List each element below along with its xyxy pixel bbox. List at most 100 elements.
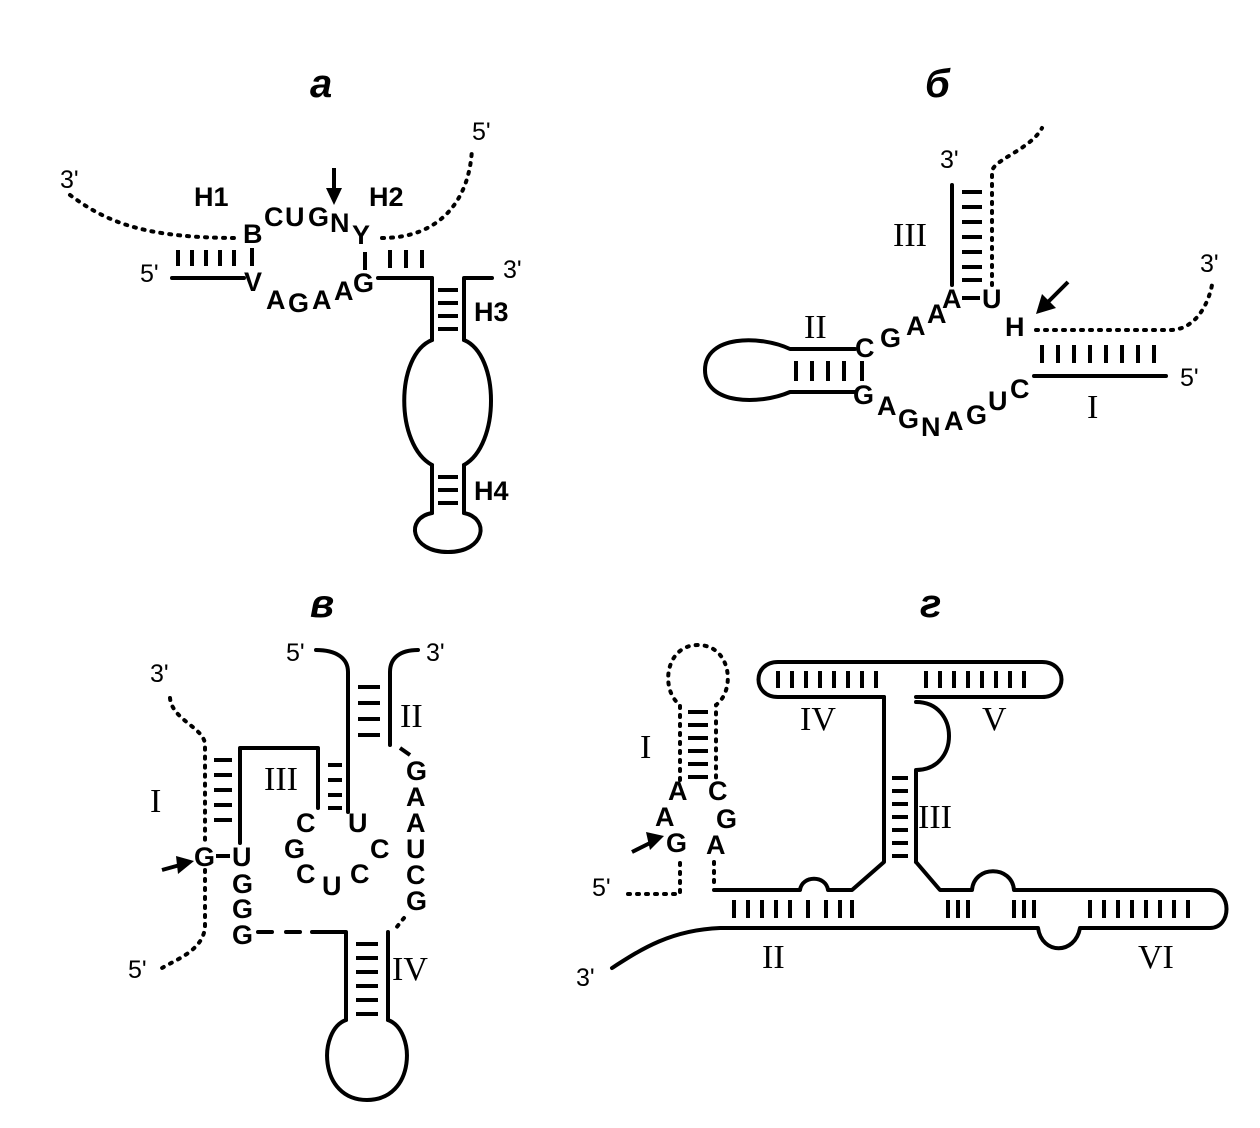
panel-a-nt-u: U (285, 202, 305, 232)
panel-c-terminal-loop (325, 1018, 409, 1102)
panel-d-helix-vi: VI (1138, 939, 1174, 976)
panel-a-cleavage-arrow-icon (326, 188, 342, 205)
panel-c-label: в (310, 582, 334, 626)
panel-c-helix-ii: II (400, 698, 423, 735)
panel-b-nt-g2: G (898, 404, 919, 434)
panel-a-end-3-right: 3' (503, 256, 522, 284)
panel-a-substrate-right (380, 146, 474, 240)
panel-b-nt-a1b: A (877, 391, 897, 421)
panel-b-label: б (925, 62, 951, 106)
panel-b-nt-g3: G (966, 400, 987, 430)
panel-a-label: а (310, 62, 332, 106)
panel-a-end-5-right: 5' (472, 118, 491, 146)
panel-c-helix-iii: III (264, 761, 298, 798)
panel-b-nt-a2: A (927, 299, 947, 329)
panel-b-nt-a1: A (906, 311, 926, 341)
panel-d-nt-a2: A (655, 802, 675, 832)
panel-b-helix-iii-basepairs (962, 190, 982, 282)
panel-a-nt-a2: A (312, 285, 332, 315)
panel-c-nt-loop-c1: C (296, 808, 316, 838)
panel-c-nt-g1: G (232, 869, 253, 899)
panel-a-substrate-left (68, 193, 242, 240)
panel-a-nt-a3: A (334, 276, 354, 306)
panel-a-nt-b: B (243, 219, 263, 249)
panel-a-terminal-loop (413, 511, 483, 554)
panel-c-end-5-mid: 5' (286, 639, 305, 667)
panel-c-nt-g3: G (232, 920, 253, 950)
panel-d-helix-i: I (640, 729, 651, 766)
panel-c-nt-loop-u1: U (322, 871, 342, 901)
panel-a-nt-v: V (244, 267, 262, 297)
panel-d-helix-v: V (982, 701, 1007, 738)
panel-d-stem-i-hairpin (666, 642, 730, 782)
panel-b-nt-a3: A (942, 284, 962, 314)
panel-a-nt-a1: A (266, 285, 286, 315)
panel-d-helix-iii-right-bulge (914, 700, 951, 864)
panel-a-h3-right-strand (462, 276, 494, 342)
panel-d-helix-iv: IV (800, 701, 836, 738)
panel-d-nt-c: C (708, 776, 728, 806)
panel-c-helix-ii-right-strand (388, 648, 420, 747)
panel-a-nt-g1: G (288, 288, 309, 318)
panel-d-end-5: 5' (592, 874, 611, 902)
panel-d-vs-ribozyme: г 5' 3' I II III IV V VI A A G C G A (576, 582, 1229, 992)
panel-c-nt-loop-g: G (284, 834, 305, 864)
panel-d-helix-ii-basepairs (732, 900, 854, 918)
panel-b-nt-u: U (982, 284, 1002, 314)
panel-d-helix-iii-basepairs (892, 776, 908, 858)
panel-d-helix-iv-basepairs (776, 671, 878, 688)
panel-c-helix-ii-left-strand (314, 648, 350, 814)
panel-a-h2-basepairs (363, 250, 424, 270)
panel-a-end-3-left: 3' (60, 166, 79, 194)
panel-b-cleavage-arrow-shaft (1046, 280, 1070, 304)
panel-b-nt-c2: C (1010, 374, 1030, 404)
panel-c-nt-g2: G (232, 894, 253, 924)
panel-a-helix-h3: H3 (474, 297, 509, 327)
panel-b-cleavage-arrow-icon (1036, 294, 1056, 314)
panel-a-nt-g: G (308, 202, 329, 232)
panel-c-nt-loop-u2: U (348, 808, 368, 838)
panel-d-stem-i-basepairs (688, 710, 708, 779)
panel-a-hammerhead: а 3' 5' 5' 3' H1 H2 H3 H4 B C U G N Y (60, 62, 522, 554)
panel-c-nt-r-a1: A (406, 782, 426, 812)
panel-d-helix-iv-v-loop (756, 660, 1064, 699)
panel-d-helix-iii: III (918, 799, 952, 836)
panel-c-substrate-bottom (160, 868, 207, 970)
panel-a-internal-loop-right (462, 338, 493, 467)
panel-c-nt-r-c: C (406, 860, 426, 890)
panel-a-h3-basepairs (438, 288, 458, 331)
panel-d-nt-g2: G (716, 804, 737, 834)
panel-d-helix-v-basepairs (924, 671, 1026, 688)
panel-b-nt-c: C (855, 333, 875, 363)
panel-c-connector-right (394, 916, 406, 930)
panel-c-nt-r-a2: A (406, 808, 426, 838)
panel-d-helix-vi-basepairs (946, 900, 1190, 918)
panel-d-cleavage-arrow-icon (646, 832, 664, 850)
panel-b-helix-i: I (1087, 389, 1098, 426)
panel-c-helix-i-basepairs (214, 758, 232, 822)
panel-a-internal-loop-left (402, 338, 434, 467)
panel-d-end-3: 3' (576, 964, 595, 992)
panel-a-helix-h2: H2 (369, 182, 404, 212)
panel-c-end-3-left: 3' (150, 660, 169, 688)
panel-c-helix-iv: IV (392, 951, 428, 988)
panel-d-nt-a1: A (668, 776, 688, 806)
panel-b-helix-ii: II (804, 309, 827, 346)
panel-c-substrate-top (168, 696, 207, 844)
panel-a-end-5-left: 5' (140, 260, 159, 288)
panel-c-end-3-mid: 3' (426, 639, 445, 667)
panel-a-nt-y: Y (352, 220, 370, 250)
panel-a-nt-n: N (330, 208, 350, 238)
panel-c-hdv: в 3' 5' 5' 3' I II III IV G U G G G (128, 582, 445, 1102)
panel-c-nt-r-g1: G (406, 756, 427, 786)
panel-b-helix-iii: III (893, 217, 927, 254)
panel-a-nt-c: C (264, 202, 284, 232)
panel-b-helix-ii-basepairs (794, 361, 864, 381)
panel-d-substrate-5end (626, 860, 682, 896)
panel-d-nt-g: G (666, 828, 687, 858)
panel-c-helix-ii-basepairs (358, 685, 380, 737)
panel-b-end-3-top: 3' (940, 146, 959, 174)
panel-c-helix-iii-basepairs (328, 763, 342, 810)
